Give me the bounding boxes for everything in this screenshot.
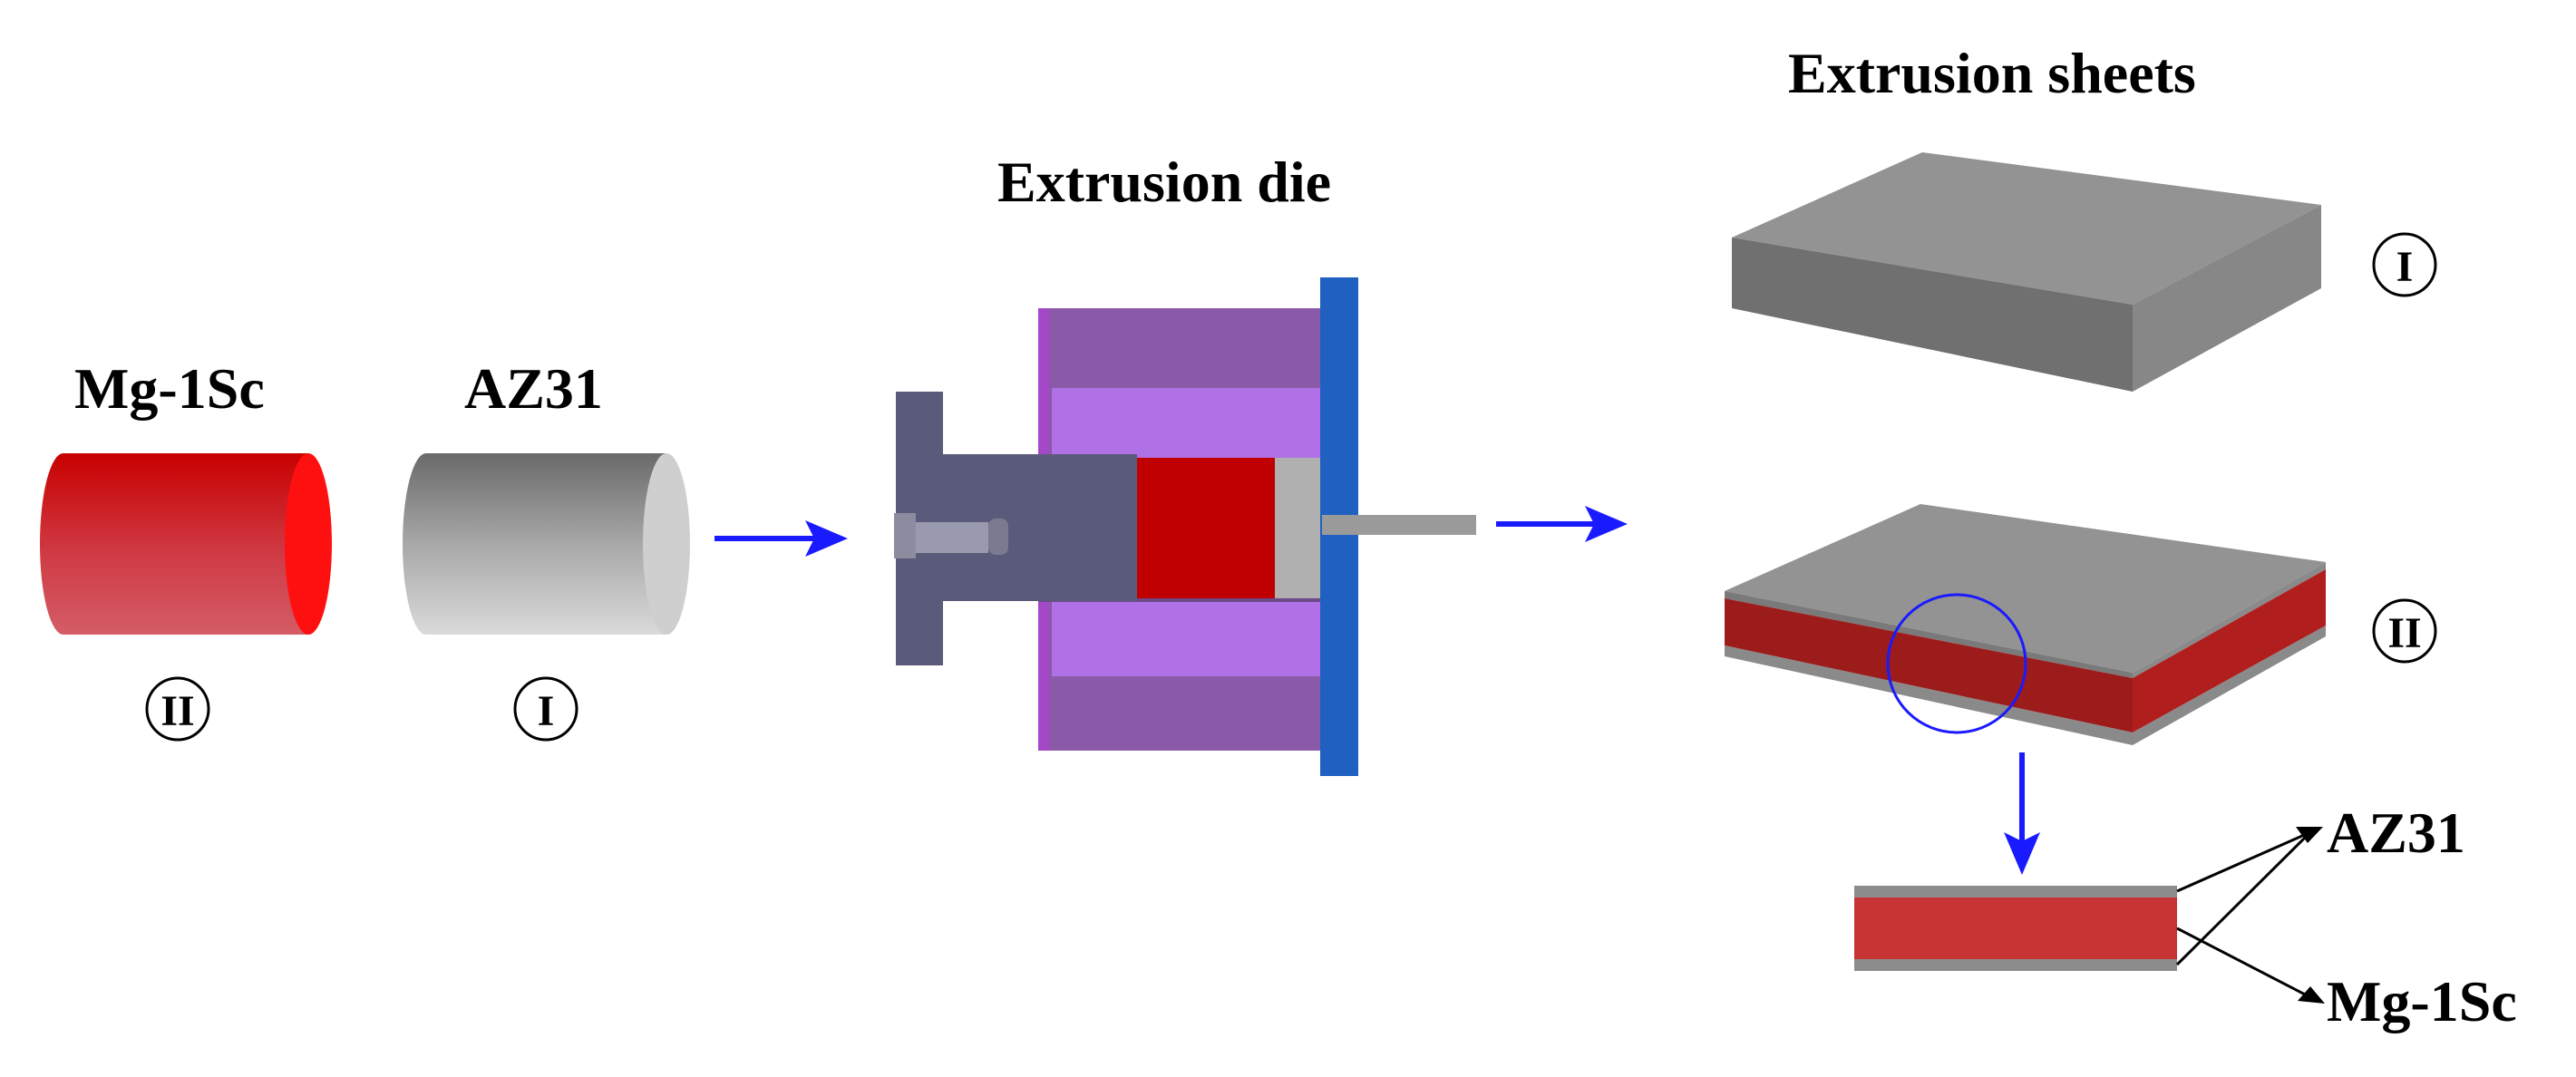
arrow-right-icon	[1496, 506, 1628, 542]
sheets-title: Extrusion sheets	[1788, 41, 2196, 105]
cross-section-bottom-layer	[1854, 959, 2177, 971]
az-billet-numeral-circle	[513, 676, 578, 742]
layer-outer-label: AZ31	[2327, 800, 2465, 865]
die-liner-top	[1052, 388, 1324, 462]
layer-core-label: Mg-1Sc	[2327, 969, 2517, 1033]
bolt	[916, 522, 988, 553]
die-title: Extrusion die	[997, 150, 1331, 214]
az-billet-label: AZ31	[464, 356, 603, 421]
mg-billet-body	[40, 453, 308, 635]
die-liner-bottom	[1052, 602, 1324, 676]
die-billet	[1137, 458, 1275, 598]
az-billet-end-face	[643, 453, 690, 635]
arrow-down-icon	[2004, 752, 2040, 875]
az-billet: AZ31 I	[403, 356, 690, 742]
sheet-two: II	[1725, 504, 2437, 745]
sheet-one-numeral-circle	[2372, 232, 2437, 297]
cross-section-core-layer	[1854, 898, 2177, 959]
extrusion-die: Extrusion die	[894, 150, 1476, 776]
mg-billet-end-face	[285, 453, 332, 635]
az-billet-numeral: I	[538, 687, 555, 735]
sheet-two-numeral-circle	[2372, 598, 2437, 664]
zoom-circle	[1886, 593, 2027, 734]
sheet-one-numeral: I	[2396, 243, 2414, 291]
sheet-two-numeral: II	[2387, 609, 2421, 657]
mg-billet-numeral: II	[160, 687, 194, 735]
arrow-right-icon	[714, 520, 848, 557]
az-billet-body	[403, 453, 666, 635]
mg-billet: Mg-1Sc II	[40, 356, 332, 742]
mg-billet-label: Mg-1Sc	[74, 356, 265, 421]
cross-section: AZ31 Mg-1Sc	[1854, 800, 2517, 1033]
mg-billet-numeral-circle	[145, 676, 210, 742]
sheet-one: I	[1732, 152, 2437, 392]
die-block	[1275, 458, 1322, 598]
extruded-strip	[1322, 515, 1476, 535]
cross-section-top-layer	[1854, 886, 2177, 898]
